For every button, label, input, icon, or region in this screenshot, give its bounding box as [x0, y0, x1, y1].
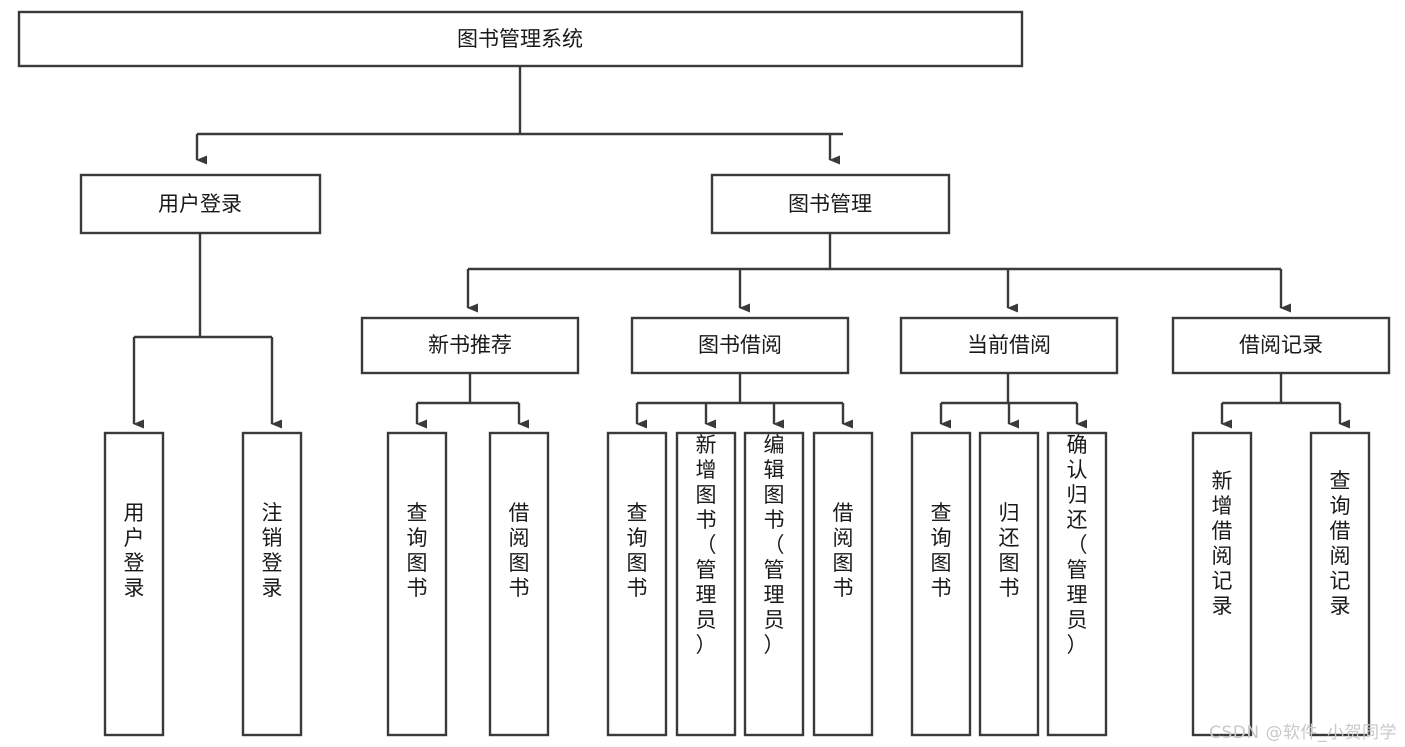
node-book-management-label: 图书管理: [788, 192, 872, 216]
edges-bookmgmt-to-level3: [466, 233, 1291, 313]
leaf-borrowrecord-query-label: 查询借阅记录: [1330, 469, 1351, 618]
leaf-user-login-login[interactable]: 用户登录: [103, 431, 165, 737]
leaf-newbook-query-label: 查询图书: [407, 501, 428, 600]
leaf-currentborrow-query-label: 查询图书: [931, 501, 952, 600]
node-user-login-label: 用户登录: [158, 192, 242, 216]
leaf-bookborrow-add-label: 新增图书（管理员）: [696, 433, 717, 657]
edges-newbook-to-leaves: [415, 373, 529, 429]
leaf-bookborrow-add[interactable]: 新增图书（管理员）: [675, 431, 737, 737]
node-root-label: 图书管理系统: [457, 27, 583, 51]
node-user-login[interactable]: 用户登录: [79, 173, 322, 235]
leaf-bookborrow-query-label: 查询图书: [627, 501, 648, 600]
leaf-newbook-borrow[interactable]: 借阅图书: [488, 431, 550, 737]
edges-borrowrecord-to-leaves: [1220, 373, 1350, 429]
leaf-user-login-login-label: 用户登录: [124, 501, 145, 600]
leaf-bookborrow-query[interactable]: 查询图书: [606, 431, 668, 737]
leaf-bookborrow-borrow-label: 借阅图书: [833, 501, 854, 600]
node-current-borrow-label: 当前借阅: [967, 333, 1051, 357]
csdn-watermark: CSDN @软件_小贺同学: [1209, 723, 1397, 743]
leaf-borrowrecord-add[interactable]: 新增借阅记录: [1191, 431, 1253, 737]
leaf-user-login-logout[interactable]: 注销登录: [241, 431, 303, 737]
node-book-management[interactable]: 图书管理: [710, 173, 951, 235]
leaf-newbook-borrow-label: 借阅图书: [509, 501, 530, 600]
edges-root-to-level2: [195, 66, 843, 165]
leaf-currentborrow-return[interactable]: 归还图书: [978, 431, 1040, 737]
node-new-book-recommend-label: 新书推荐: [428, 333, 512, 357]
node-book-borrow[interactable]: 图书借阅: [630, 316, 850, 375]
leaf-bookborrow-edit-label: 编辑图书（管理员）: [764, 433, 785, 657]
edges-currentborrow-to-leaves: [939, 373, 1087, 429]
leaf-borrowrecord-query[interactable]: 查询借阅记录: [1309, 431, 1371, 737]
node-new-book-recommend[interactable]: 新书推荐: [360, 316, 580, 375]
edges-bookborrow-to-leaves: [635, 373, 853, 429]
edges-userlogin-to-leaves: [132, 233, 282, 429]
leaf-currentborrow-return-label: 归还图书: [999, 501, 1020, 600]
leaf-user-login-logout-label: 注销登录: [262, 501, 283, 600]
leaf-currentborrow-query[interactable]: 查询图书: [910, 431, 972, 737]
node-current-borrow[interactable]: 当前借阅: [899, 316, 1119, 375]
node-book-borrow-label: 图书借阅: [698, 333, 782, 357]
leaf-newbook-query[interactable]: 查询图书: [386, 431, 448, 737]
leaf-currentborrow-confirm-label: 确认归还（管理员）: [1067, 433, 1088, 657]
leaf-bookborrow-borrow[interactable]: 借阅图书: [812, 431, 874, 737]
leaf-currentborrow-confirm[interactable]: 确认归还（管理员）: [1046, 431, 1108, 737]
leaf-borrowrecord-add-label: 新增借阅记录: [1212, 469, 1233, 618]
leaf-bookborrow-edit[interactable]: 编辑图书（管理员）: [743, 431, 805, 737]
node-borrow-record-label: 借阅记录: [1239, 333, 1323, 357]
node-root-system[interactable]: 图书管理系统: [17, 10, 1024, 68]
node-borrow-record[interactable]: 借阅记录: [1171, 316, 1391, 375]
